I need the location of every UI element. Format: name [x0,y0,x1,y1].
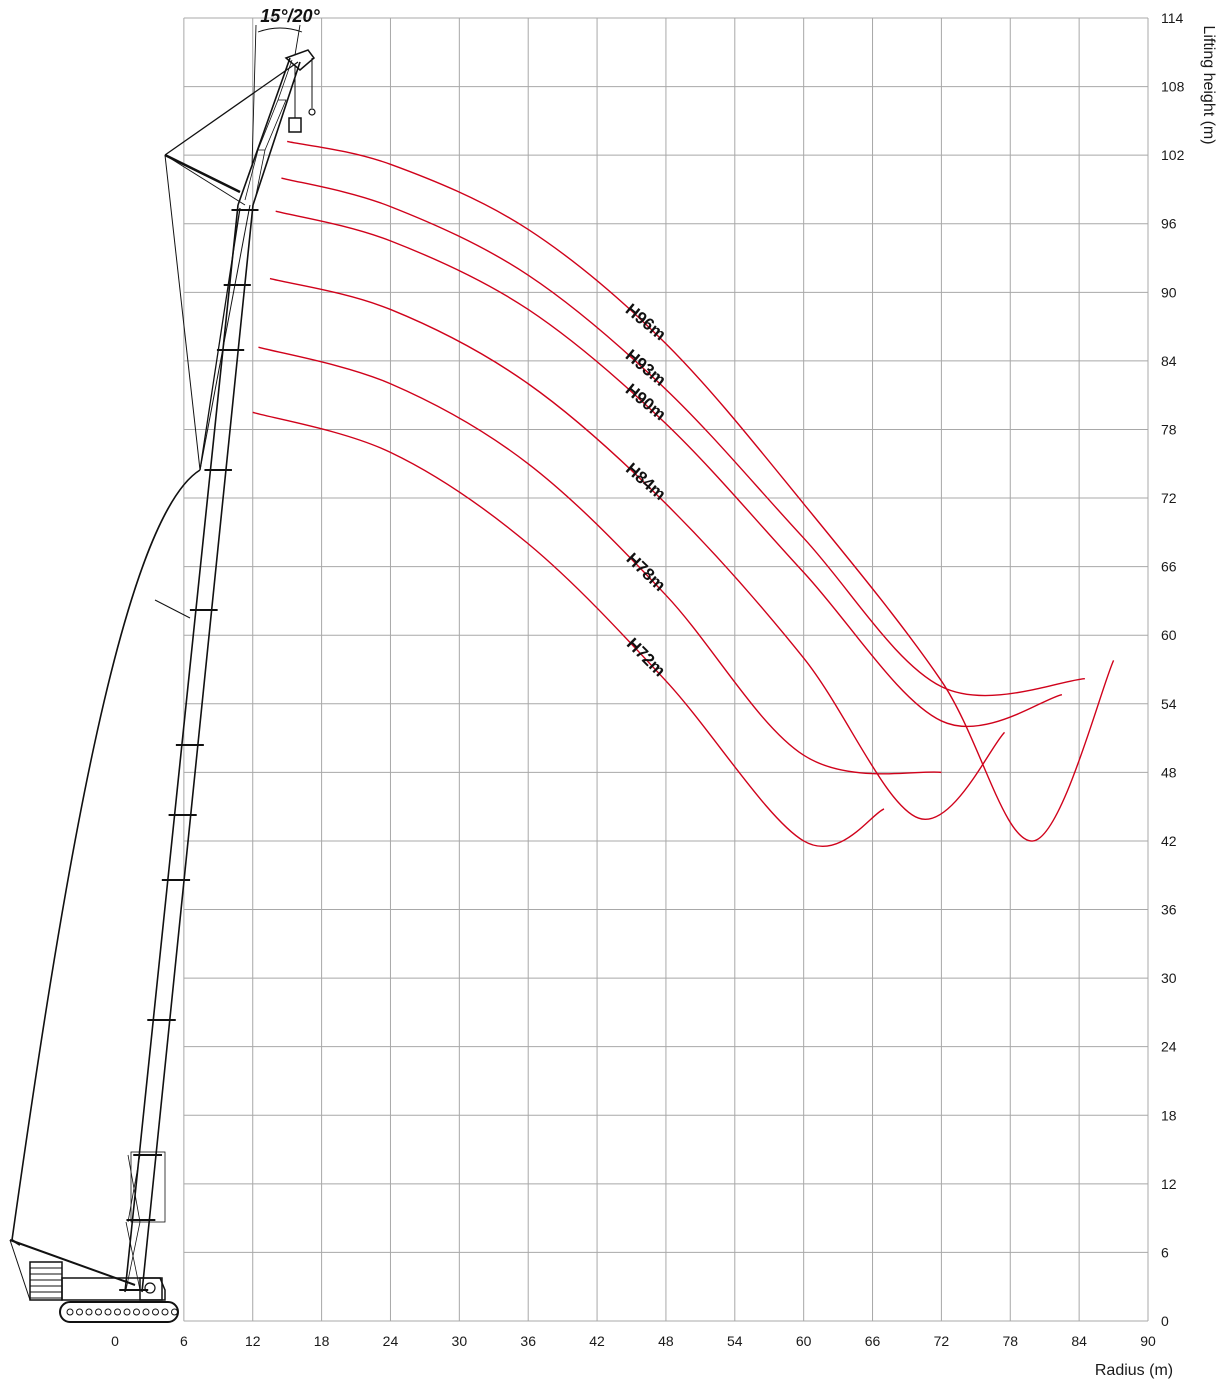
y-tick-label: 78 [1161,421,1177,437]
grid [183,17,1149,1322]
boom-angle-annotation: 15°/20° [260,6,320,26]
y-axis-title: Lifting height (m) [1200,25,1217,144]
crane-part [11,469,201,1241]
crane-part [124,204,239,1293]
x-tick-label: 0 [111,1333,119,1349]
x-tick-label: 30 [452,1333,468,1349]
crane-part [114,1308,121,1316]
y-tick-label: 114 [1161,10,1184,26]
y-tick-label: 72 [1161,490,1177,506]
crane-part [144,1282,156,1294]
curve-label-h84m: H84m [622,459,669,504]
x-tick-label: 84 [1071,1333,1087,1349]
curve-h84m [269,277,1006,821]
y-tick-label: 66 [1161,559,1177,575]
crane-part [164,154,246,206]
curve-label-h72m: H72m [623,634,669,680]
crane-part [164,153,241,194]
x-tick-label: 60 [796,1333,812,1349]
y-tick-label: 60 [1161,627,1177,643]
x-tick-label: 90 [1140,1333,1156,1349]
crane-part [288,117,302,133]
crane-part [11,1239,21,1246]
x-tick-label: 54 [727,1333,743,1349]
curve-h72m [252,411,885,848]
crane-part [154,599,191,619]
curve-label-h93m: H93m [622,346,670,390]
crane-part [95,1308,102,1316]
y-tick-label: 42 [1161,833,1177,849]
x-tick-label: 78 [1002,1333,1018,1349]
labels: 0 6 12 18 24 30 36 42 48 54 60 66 72 78 84 90 0 6 12 18 24 30… [111,10,1184,1349]
y-tick-label: 54 [1161,696,1177,712]
y-tick-label: 36 [1161,902,1177,918]
crane-part [164,154,201,471]
x-tick-label: 48 [658,1333,674,1349]
x-tick-label: 18 [314,1333,330,1349]
x-tick-label: 12 [245,1333,261,1349]
curve-h78m [258,346,942,775]
y-tick-label: 12 [1161,1176,1177,1192]
crane-part [237,57,291,206]
y-tick-label: 84 [1161,353,1177,369]
x-tick-label: 42 [589,1333,605,1349]
curve-h96m [287,140,1115,842]
y-tick-label: 6 [1161,1244,1169,1260]
crane-part [199,207,241,471]
crane-part [251,24,301,166]
crane-part [161,1308,169,1316]
crane-part [130,1151,166,1223]
x-axis-title: Radius (m) [1095,1362,1173,1379]
x-tick-label: 66 [865,1333,881,1349]
x-tick-label: 36 [520,1333,536,1349]
y-tick-label: 18 [1161,1107,1177,1123]
crane-part [104,1308,112,1316]
crane-part [125,1154,141,1291]
x-tick-label: 72 [934,1333,950,1349]
crane-part [252,61,301,206]
y-tick-label: 102 [1161,147,1185,163]
crane-part [142,1308,150,1316]
curve-label-h78m: H78m [623,549,670,595]
crane-part [9,1239,136,1286]
crane-part [164,61,299,156]
crane-drawing [9,24,316,1323]
curve-label-h96m: H96m [622,300,670,344]
curves [252,140,1115,848]
crane-part [59,1301,179,1323]
crane-part [244,59,293,201]
y-tick-label: 96 [1161,216,1177,232]
y-tick-label: 90 [1161,284,1177,300]
crane-part [61,1277,163,1301]
crane-part [141,204,254,1293]
x-tick-label: 24 [383,1333,399,1349]
x-tick-label: 6 [180,1333,188,1349]
curve-h93m [281,177,1085,697]
crane-part [85,1308,93,1316]
crane-part [139,1277,166,1301]
crane-part [133,1308,140,1316]
y-tick-label: 108 [1161,79,1185,95]
y-tick-label: 0 [1161,1313,1169,1329]
crane-part [123,1308,131,1316]
y-tick-label: 48 [1161,764,1177,780]
crane-part [308,108,316,116]
crane-part [199,204,251,471]
crane-part [66,1308,74,1316]
crane-part [171,1308,178,1316]
crane-part [9,1239,31,1301]
curve-h90m [275,210,1063,728]
crane-part [152,1308,159,1316]
y-tick-label: 24 [1161,1039,1177,1055]
crane-part [257,27,303,33]
y-tick-label: 30 [1161,970,1177,986]
crane-part [76,1308,83,1316]
